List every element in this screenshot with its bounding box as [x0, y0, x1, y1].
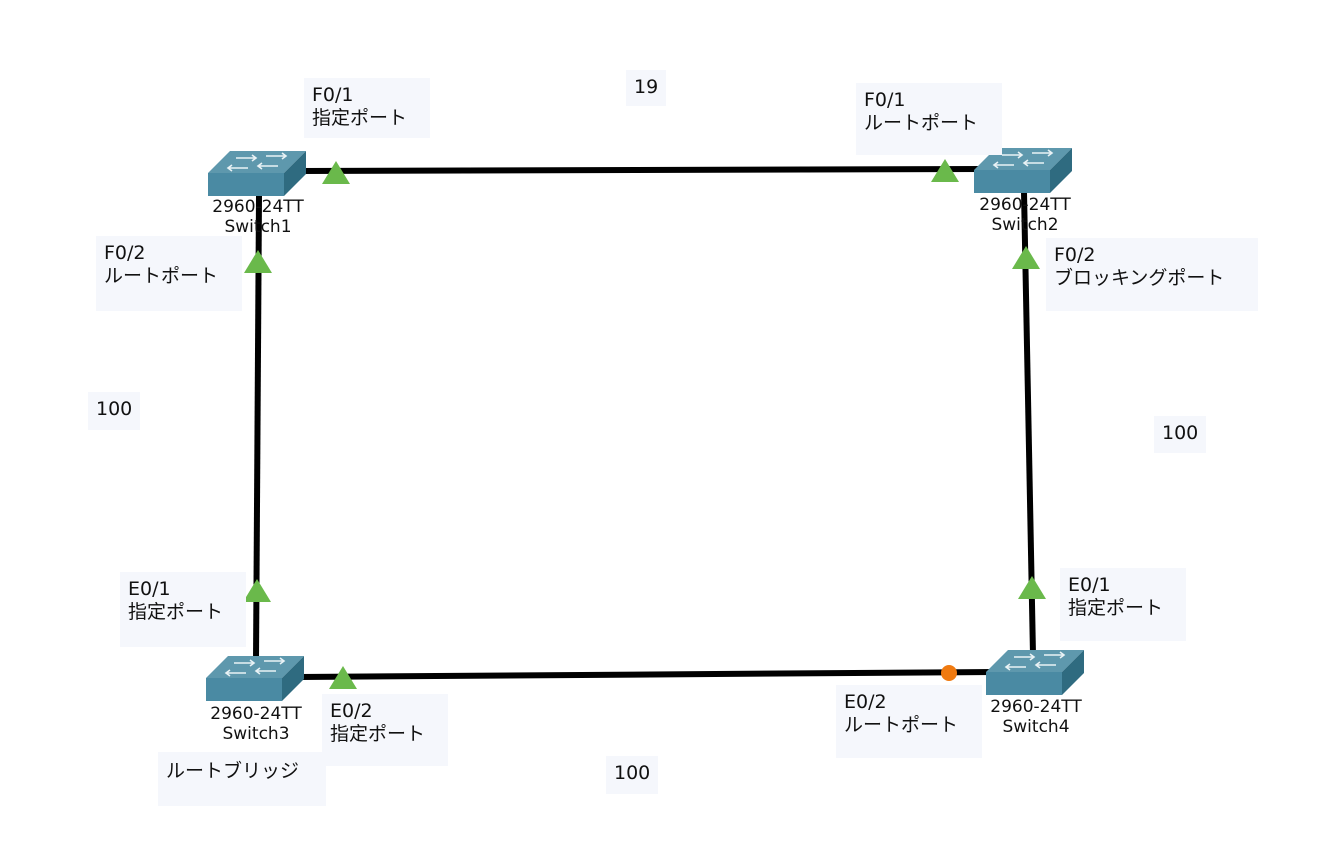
switch3-switch-icon[interactable] [206, 656, 304, 701]
device-model: 2960-24TT [212, 197, 304, 217]
note-switch4-e02[interactable]: E0/2 ルートポート [836, 685, 982, 758]
device-model: 2960-24TT [979, 195, 1071, 215]
port-role: ブロッキングポート [1054, 267, 1225, 289]
port-role: 指定ポート [330, 723, 426, 745]
device-name: Switch3 [222, 724, 290, 744]
port-name: F0/2 [1054, 244, 1096, 266]
root-bridge-label: ルートブリッジ [166, 760, 300, 782]
note-switch1-f01[interactable]: F0/1 指定ポート [304, 78, 430, 138]
link-switch1-switch2[interactable] [299, 166, 986, 174]
device-name: Switch4 [1002, 717, 1070, 737]
note-switch2-f02[interactable]: F0/2 ブロッキングポート [1046, 238, 1258, 311]
port-name: E0/1 [128, 578, 171, 600]
device-name: Switch2 [991, 215, 1059, 235]
port-name: E0/2 [330, 700, 373, 722]
link-cost: 19 [634, 76, 659, 98]
port-status-forwarding-icon [329, 666, 357, 689]
note-switch3-e02[interactable]: E0/2 指定ポート [322, 694, 448, 766]
device-name: Switch1 [224, 217, 292, 237]
port-status-blocking-icon [941, 665, 957, 681]
note-cost-bottom[interactable]: 100 [606, 756, 658, 794]
port-role: ルートポート [844, 714, 959, 736]
note-cost-left[interactable]: 100 [88, 392, 140, 430]
port-name: F0/1 [312, 84, 354, 106]
port-role: ルートポート [104, 265, 219, 287]
device-model: 2960-24TT [210, 704, 302, 724]
port-role: 指定ポート [312, 107, 408, 129]
link-cost: 100 [1162, 422, 1199, 444]
port-status-forwarding-icon [1012, 246, 1040, 269]
note-switch2-f01[interactable]: F0/1 ルートポート [856, 83, 1002, 155]
port-name: F0/1 [864, 89, 906, 111]
port-status-forwarding-icon [243, 579, 271, 602]
link-cost: 100 [96, 398, 133, 420]
note-cost-right[interactable]: 100 [1154, 416, 1206, 453]
link-switch3-switch4[interactable] [299, 669, 996, 680]
port-status-forwarding-icon [931, 159, 959, 182]
note-switch1-f02[interactable]: F0/2 ルートポート [96, 236, 242, 311]
switch1-label: 2960-24TT Switch1 [198, 197, 318, 237]
note-switch3-e01[interactable]: E0/1 指定ポート [120, 572, 246, 647]
port-role: ルートポート [864, 112, 979, 134]
switch4-switch-icon[interactable] [986, 650, 1084, 695]
port-status-forwarding-icon [1018, 576, 1046, 599]
note-cost-top[interactable]: 19 [626, 70, 666, 106]
switch1-switch-icon[interactable] [208, 151, 306, 196]
port-name: E0/1 [1068, 574, 1111, 596]
note-switch4-e01[interactable]: E0/1 指定ポート [1060, 568, 1186, 641]
port-name: E0/2 [844, 691, 887, 713]
port-role: 指定ポート [1068, 597, 1164, 619]
device-model: 2960-24TT [990, 697, 1082, 717]
switch2-label: 2960-24TT Switch2 [965, 195, 1085, 235]
link-cost: 100 [614, 762, 651, 784]
port-role: 指定ポート [128, 601, 224, 623]
port-status-forwarding-icon [244, 250, 272, 273]
switch3-label: 2960-24TT Switch3 [196, 704, 316, 744]
switch4-label: 2960-24TT Switch4 [976, 697, 1096, 737]
port-status-forwarding-icon [322, 161, 350, 184]
note-root-bridge[interactable]: ルートブリッジ [158, 752, 326, 806]
port-name: F0/2 [104, 242, 146, 264]
